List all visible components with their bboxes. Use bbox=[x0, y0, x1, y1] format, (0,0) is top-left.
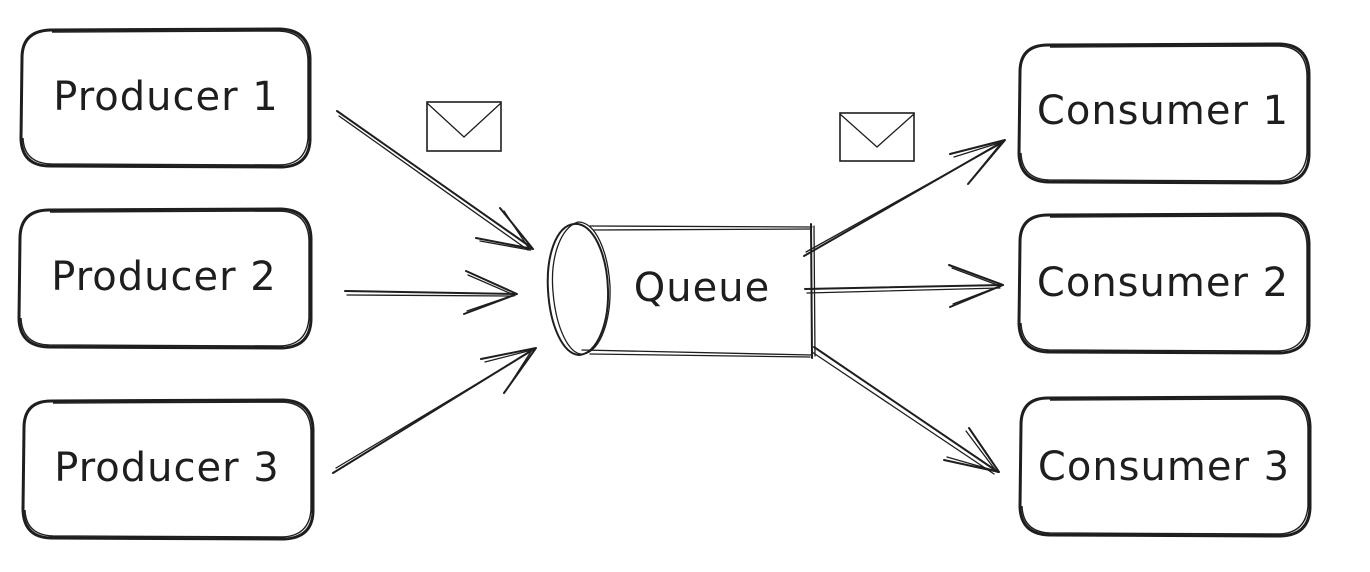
producer-1-label: Producer 1 bbox=[53, 74, 278, 120]
consumer-3-label: Consumer 3 bbox=[1038, 444, 1290, 490]
producer-3-label: Producer 3 bbox=[54, 445, 279, 491]
arrow-producer-3-to-queue bbox=[332, 347, 537, 474]
consumer-2-label: Consumer 2 bbox=[1037, 260, 1289, 306]
arrow-queue-to-consumer-2 bbox=[804, 264, 1004, 308]
producer-2-label: Producer 2 bbox=[51, 254, 276, 300]
arrow-queue-to-consumer-3 bbox=[811, 346, 1000, 475]
producer-3-box[interactable]: Producer 3 bbox=[21, 398, 315, 541]
arrow-producer-1-to-queue bbox=[336, 110, 534, 251]
consumer-3-box[interactable]: Consumer 3 bbox=[1018, 395, 1312, 538]
queue-label: Queue bbox=[634, 265, 770, 311]
producer-2-box[interactable]: Producer 2 bbox=[17, 207, 313, 350]
envelope-icon bbox=[839, 112, 915, 162]
envelope-icon bbox=[426, 101, 502, 152]
producer-1-box[interactable]: Producer 1 bbox=[19, 27, 312, 169]
consumer-1-box[interactable]: Consumer 1 bbox=[1017, 42, 1311, 185]
consumer-2-box[interactable]: Consumer 2 bbox=[1017, 212, 1311, 355]
arrow-queue-to-consumer-1 bbox=[803, 139, 1006, 257]
queue-cylinder[interactable]: Queue bbox=[546, 221, 816, 359]
consumer-1-label: Consumer 1 bbox=[1037, 88, 1289, 134]
arrow-producer-2-to-queue bbox=[344, 270, 518, 315]
